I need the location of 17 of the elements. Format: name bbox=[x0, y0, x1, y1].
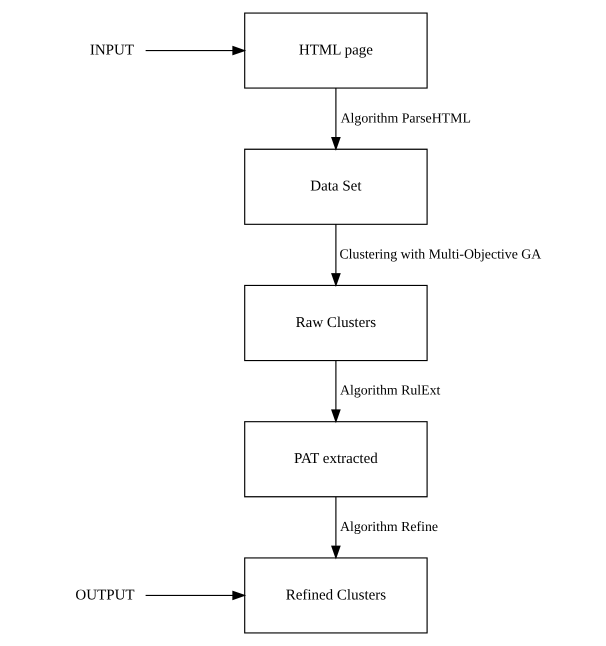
arrow bbox=[146, 590, 246, 600]
node-box: Data Set bbox=[244, 148, 428, 225]
node-text: INPUT bbox=[90, 42, 134, 58]
arrow bbox=[331, 360, 341, 424]
edge-label: Algorithm RulExt bbox=[340, 382, 440, 398]
node-text: OUTPUT bbox=[75, 587, 135, 604]
edge-label: Clustering with Multi-Objective GA bbox=[339, 246, 542, 262]
arrow bbox=[331, 496, 341, 560]
node-box: Refined Clusters bbox=[244, 557, 428, 634]
arrow bbox=[331, 224, 341, 288]
node-box: Raw Clusters bbox=[244, 284, 428, 362]
arrow bbox=[331, 88, 341, 151]
edge-label: Algorithm Refine bbox=[340, 518, 438, 534]
node-box: PAT extracted bbox=[244, 421, 428, 498]
arrow bbox=[146, 46, 246, 56]
node-box: HTML page bbox=[244, 12, 428, 89]
edge-label: Algorithm ParseHTML bbox=[340, 110, 471, 126]
